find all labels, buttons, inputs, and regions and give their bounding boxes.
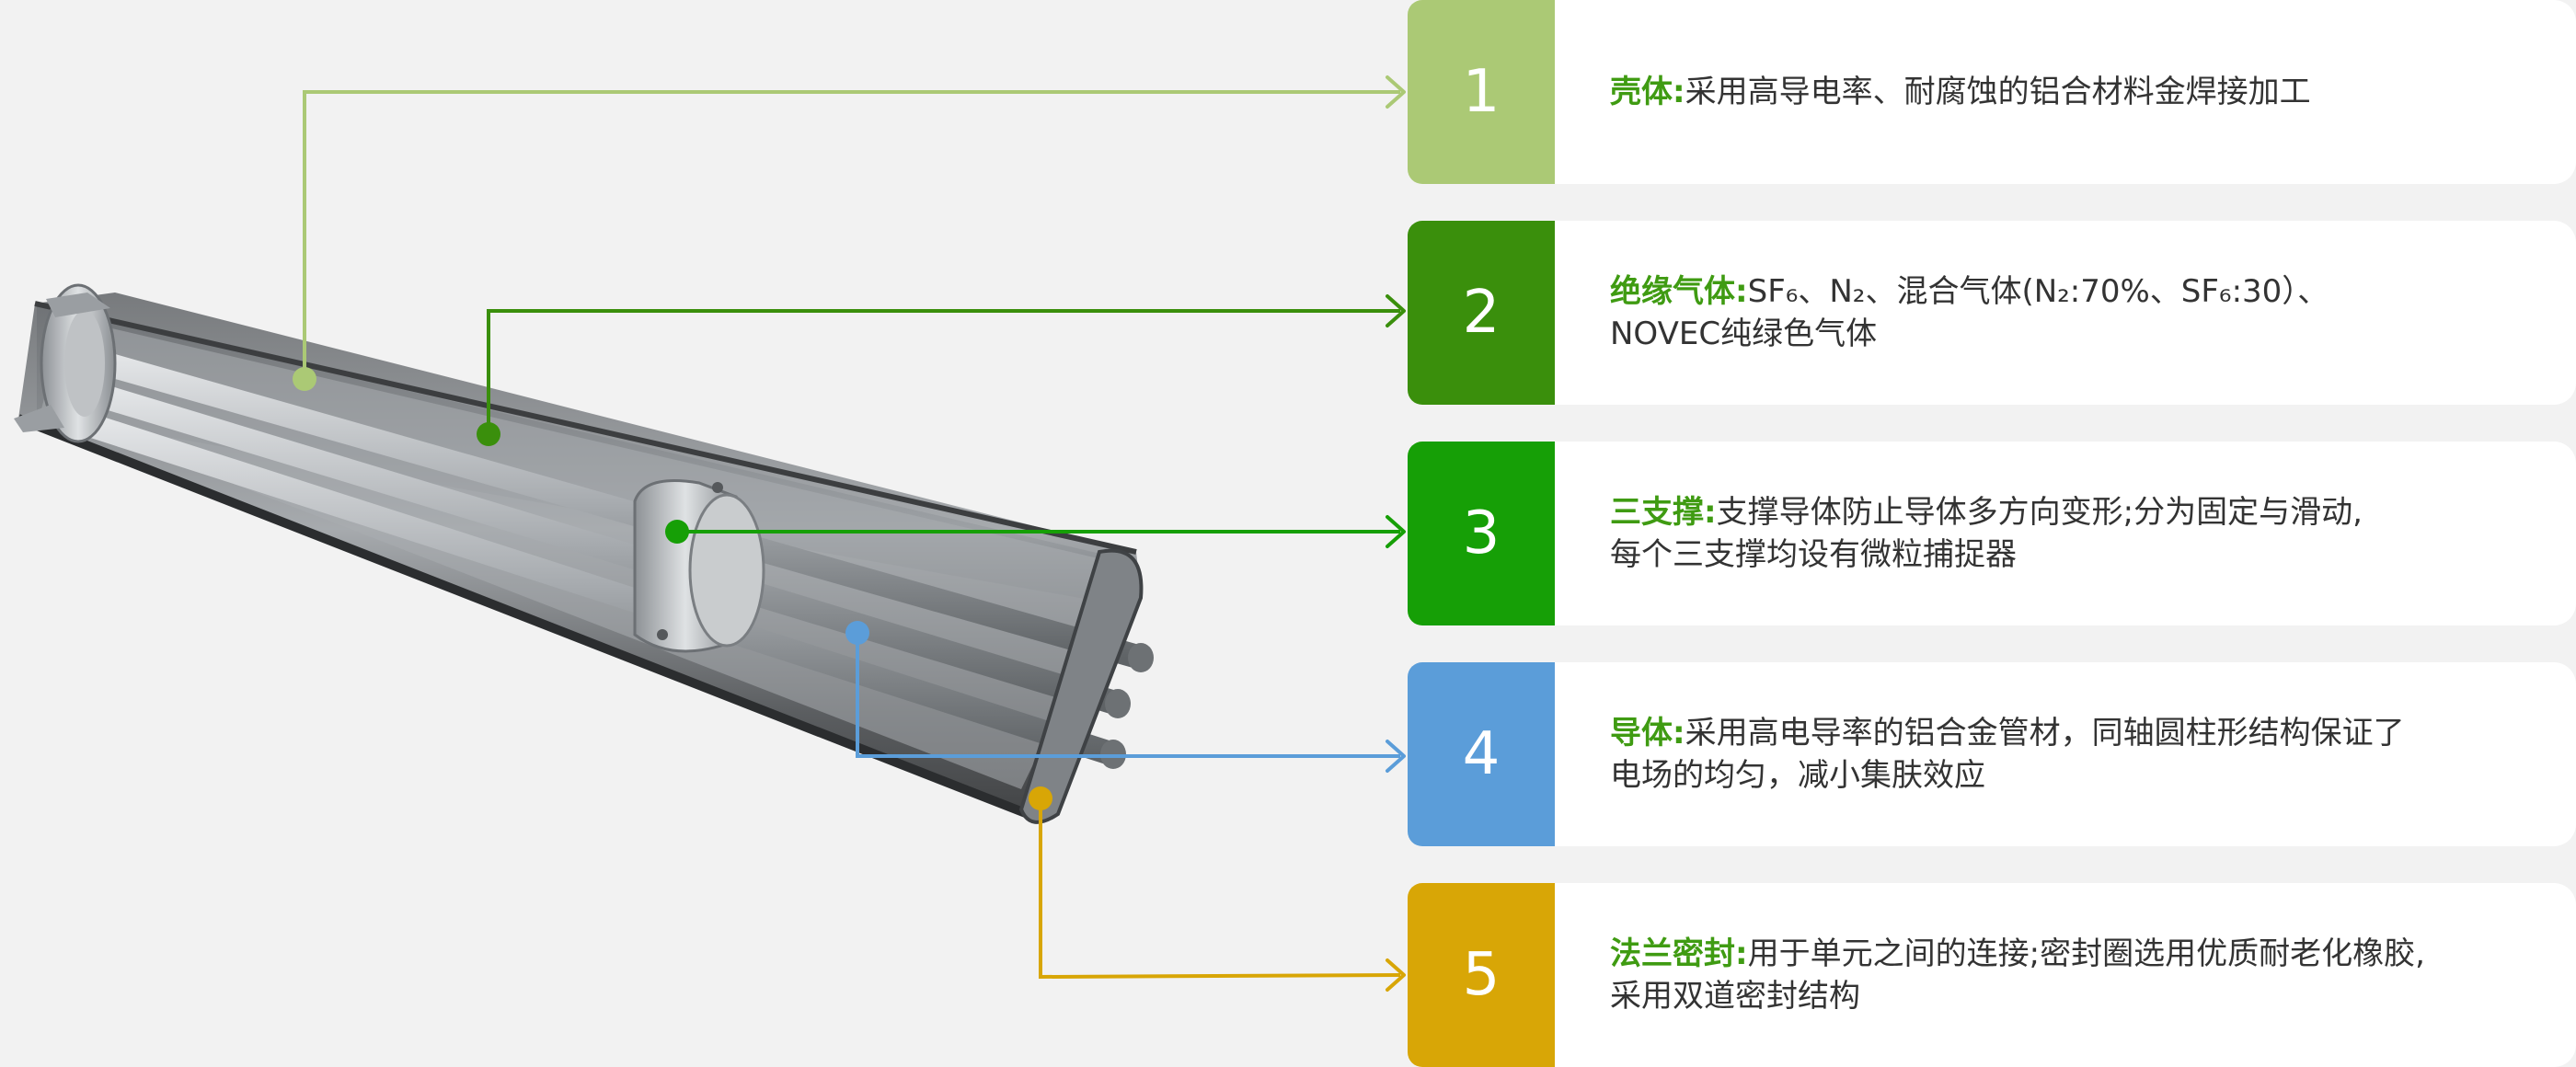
arrowhead-2 <box>1386 294 1406 327</box>
shell-edge <box>34 301 1137 555</box>
arrowheads <box>1386 75 1406 992</box>
card-title: 三支撑: <box>1610 494 1717 531</box>
leader-line-5 <box>1039 798 1401 980</box>
card-content: 绝缘气体:SF₆、N₂、混合气体(N₂:70%、SF₆:30）、 NOVEC纯绿… <box>1555 221 2576 405</box>
card-line: NOVEC纯绿色气体 <box>1610 316 1878 352</box>
card-description: 导体:采用高电导率的铝合金管材，同轴圆柱形结构保证了 电场的均匀，减小集肤效应 <box>1610 712 2405 797</box>
component-card-1: 1 壳体:采用高导电率、耐腐蚀的铝合材料金焊接加工 <box>1408 0 2576 184</box>
card-title: 壳体: <box>1610 74 1685 110</box>
leader-line-1 <box>303 90 1400 379</box>
card-line: 采用高导电率、耐腐蚀的铝合材料金焊接加工 <box>1685 74 2311 110</box>
card-line: 用于单元之间的连接;密封圈选用优质耐老化橡胶, <box>1747 935 2425 972</box>
marker-dot-1 <box>293 367 316 391</box>
right-flange <box>1018 548 1144 824</box>
card-description: 壳体:采用高导电率、耐腐蚀的铝合材料金焊接加工 <box>1610 71 2311 113</box>
card-description: 三支撑:支撑导体防止导体多方向变形;分为固定与滑动, 每个三支撑均设有微粒捕捉器 <box>1610 491 2363 576</box>
component-card-4: 4 导体:采用高电导率的铝合金管材，同轴圆柱形结构保证了 电场的均匀，减小集肤效… <box>1408 662 2576 846</box>
card-line: 每个三支撑均设有微粒捕捉器 <box>1610 536 2017 573</box>
card-content: 三支撑:支撑导体防止导体多方向变形;分为固定与滑动, 每个三支撑均设有微粒捕捉器 <box>1555 442 2576 625</box>
arrowhead-3 <box>1386 515 1406 548</box>
left-flange <box>14 283 117 443</box>
marker-dot-5 <box>1029 786 1052 810</box>
card-number-badge: 2 <box>1408 221 1555 405</box>
card-description: 绝缘气体:SF₆、N₂、混合气体(N₂:70%、SF₆:30）、 NOVEC纯绿… <box>1610 270 2329 355</box>
component-card-3: 3 三支撑:支撑导体防止导体多方向变形;分为固定与滑动, 每个三支撑均设有微粒捕… <box>1408 442 2576 625</box>
busbar-illustration <box>14 283 1154 824</box>
card-content: 壳体:采用高导电率、耐腐蚀的铝合材料金焊接加工 <box>1555 0 2576 184</box>
leader-line-4 <box>856 633 1400 758</box>
card-description: 法兰密封:用于单元之间的连接;密封圈选用优质耐老化橡胶, 采用双道密封结构 <box>1610 933 2425 1017</box>
card-line: 采用高电导率的铝合金管材，同轴圆柱形结构保证了 <box>1685 715 2405 751</box>
card-number-badge: 3 <box>1408 442 1555 625</box>
card-line: SF₆、N₂、混合气体(N₂:70%、SF₆:30）、 <box>1747 273 2329 310</box>
marker-dot-2 <box>477 422 500 446</box>
arrowhead-1 <box>1386 75 1406 109</box>
component-card-5: 5 法兰密封:用于单元之间的连接;密封圈选用优质耐老化橡胶, 采用双道密封结构 <box>1408 883 2576 1067</box>
arrowhead-4 <box>1386 740 1406 773</box>
card-title: 法兰密封: <box>1610 935 1748 972</box>
component-card-2: 2 绝缘气体:SF₆、N₂、混合气体(N₂:70%、SF₆:30）、 NOVEC… <box>1408 221 2576 405</box>
card-line: 电场的均匀，减小集肤效应 <box>1610 757 1985 794</box>
card-content: 导体:采用高电导率的铝合金管材，同轴圆柱形结构保证了 电场的均匀，减小集肤效应 <box>1555 662 2576 846</box>
conductor-rods <box>43 338 1154 769</box>
leader-lines <box>303 90 1401 980</box>
card-title: 导体: <box>1610 715 1685 751</box>
shell-lower-edge <box>17 414 1041 823</box>
support-ring <box>633 479 765 653</box>
marker-dots <box>293 367 1052 810</box>
card-title: 绝缘气体: <box>1610 273 1748 310</box>
marker-dot-3 <box>665 520 689 544</box>
card-number-badge: 1 <box>1408 0 1555 184</box>
card-line: 支撑导体防止导体多方向变形;分为固定与滑动, <box>1716 494 2363 531</box>
card-content: 法兰密封:用于单元之间的连接;密封圈选用优质耐老化橡胶, 采用双道密封结构 <box>1555 883 2576 1067</box>
card-line: 采用双道密封结构 <box>1610 978 1860 1015</box>
arrowhead-5 <box>1386 958 1406 992</box>
leader-line-2 <box>487 309 1400 434</box>
card-number-badge: 4 <box>1408 662 1555 846</box>
marker-dot-4 <box>845 621 869 645</box>
card-number-badge: 5 <box>1408 883 1555 1067</box>
